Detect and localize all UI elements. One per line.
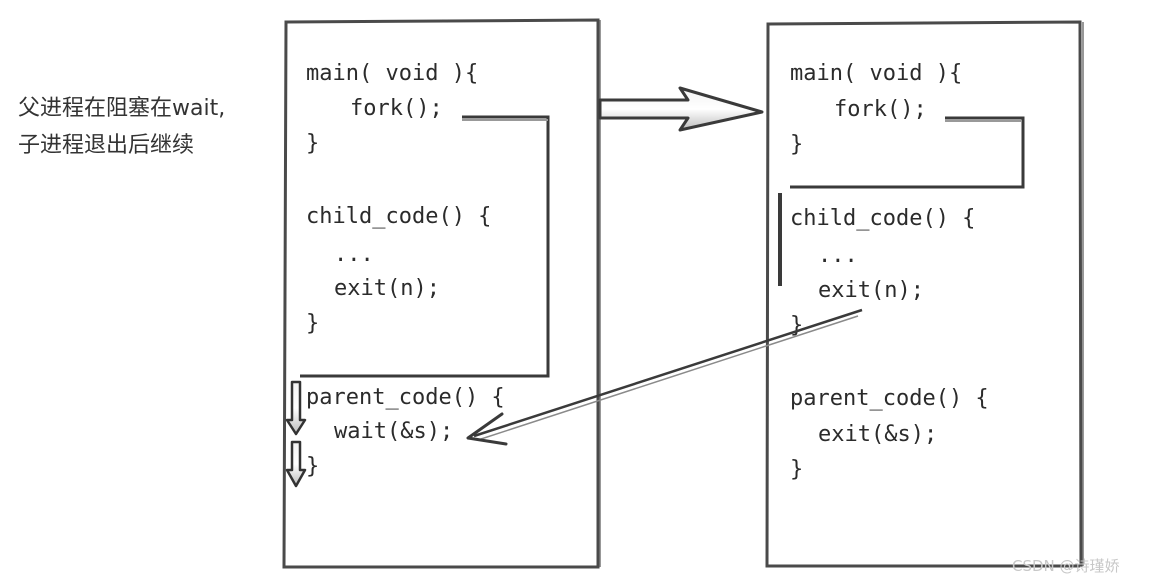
parent-child-exit: exit(n); [334,276,440,301]
child-parent-code-signature: parent_code() { [790,386,989,411]
parent-main-close: } [306,131,319,156]
blocking-down-arrows [285,380,307,488]
parent-fork-call: fork(); [350,96,443,121]
parent-child-code-dots: ... [334,242,374,267]
child-fork-call: fork(); [834,97,927,122]
parent-code-close: } [306,454,319,479]
child-child-code-signature: child_code() { [790,206,975,231]
child-main-signature: main( void ){ [790,61,962,86]
watermark: CSDN @诗瑾娇 [1012,557,1120,575]
child-child-exit: exit(n); [818,278,924,303]
parent-code-signature: parent_code() { [306,385,505,410]
child-code-block: main( void ){ fork(); } child_code() { .… [790,61,989,482]
parent-flow-line [300,115,550,378]
fork-arrow [598,86,764,132]
child-parent-exit: exit(&s); [818,422,937,447]
exit-to-wait-arrow [466,308,863,446]
child-child-code-dots: ... [818,243,858,268]
child-flow-line [790,116,1025,189]
parent-wait-call: wait(&s); [334,419,453,444]
parent-main-signature: main( void ){ [306,61,478,86]
note-line-2: 子进程退出后继续 [18,133,194,158]
child-process-box [765,20,1084,568]
child-main-close: } [790,132,803,157]
parent-child-code-close: } [306,311,319,336]
parent-code-block: main( void ){ fork(); } child_code() { .… [306,61,505,479]
parent-child-code-signature: child_code() { [306,204,491,229]
child-parent-code-close: } [790,457,803,482]
note-line-1: 父进程在阻塞在wait, [18,96,225,121]
